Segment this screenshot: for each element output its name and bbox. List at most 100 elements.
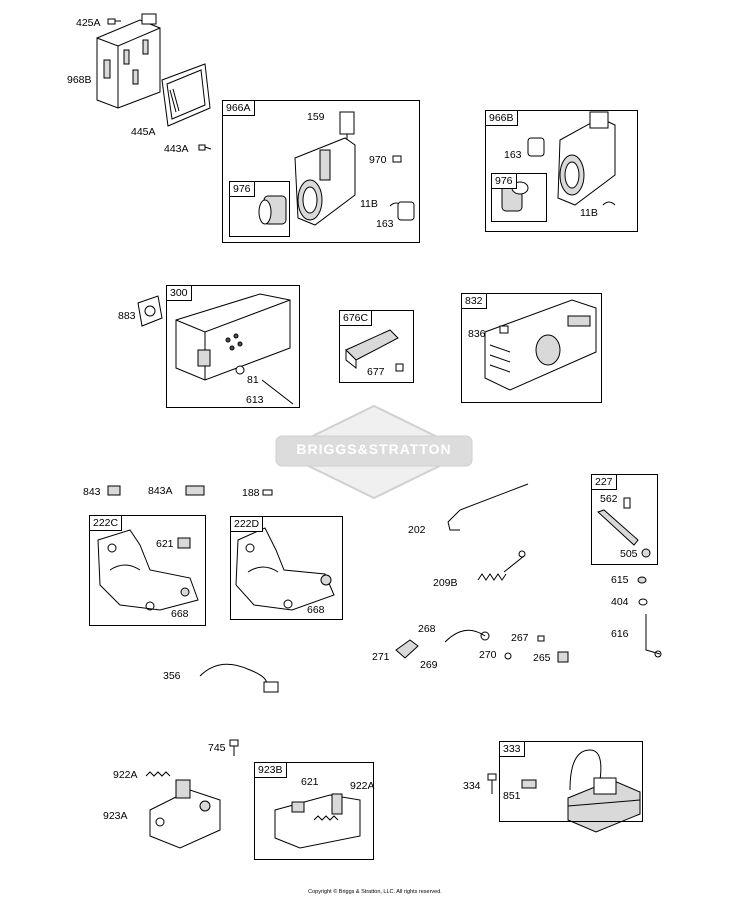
- label-616: 616: [611, 628, 629, 640]
- label-188: 188: [242, 487, 260, 499]
- part-923B-bracket: [274, 793, 361, 849]
- box-tag-966B: 966B: [485, 110, 518, 126]
- box-tag-222D: 222D: [230, 516, 264, 532]
- label-268: 268: [418, 623, 436, 635]
- part-922A-spring: [145, 771, 171, 777]
- box-tag-676C: 676C: [339, 310, 373, 326]
- label-851: 851: [503, 790, 521, 802]
- part-843A: [185, 485, 205, 496]
- part-745-bolt: [229, 739, 239, 756]
- label-445A: 445A: [131, 126, 156, 138]
- label-267: 267: [511, 632, 529, 644]
- label-615: 615: [611, 574, 629, 586]
- box-832: 832: [461, 293, 602, 403]
- label-843A: 843A: [148, 485, 173, 497]
- part-333-ignition: [567, 749, 641, 833]
- label-159: 159: [307, 111, 325, 123]
- label-11B-b: 11B: [580, 207, 598, 219]
- part-851: [521, 779, 537, 789]
- box-tag-966A: 966A: [222, 100, 255, 116]
- box-tag-222C: 222C: [89, 515, 123, 531]
- label-334: 334: [463, 780, 481, 792]
- copyright-footer: Copyright © Briggs & Stratton, LLC. All …: [308, 889, 442, 895]
- label-202: 202: [408, 524, 426, 536]
- part-265: [557, 651, 569, 663]
- box-222C: 222C: [89, 515, 206, 626]
- label-209B: 209B: [433, 577, 458, 589]
- label-613: 613: [246, 394, 264, 406]
- part-300-muffler: [175, 293, 294, 405]
- part-443A: [198, 144, 212, 151]
- label-265: 265: [533, 652, 551, 664]
- part-356-wire: [199, 663, 279, 693]
- part-222C-bracket: [97, 529, 199, 611]
- label-81: 81: [247, 374, 259, 386]
- box-tag-976-b: 976: [491, 173, 517, 189]
- box-tag-300: 300: [166, 285, 192, 301]
- box-tag-333: 333: [499, 741, 525, 757]
- watermark-text: BRIGGS&STRATTON: [296, 441, 452, 457]
- part-923A-bracket: [149, 779, 221, 849]
- part-616-shaft: [645, 614, 662, 658]
- label-271: 271: [372, 651, 390, 663]
- label-745: 745: [208, 742, 226, 754]
- part-268-cable: [444, 629, 490, 643]
- box-976-b: 976: [491, 173, 547, 222]
- label-163-b: 163: [504, 149, 522, 161]
- part-615: [637, 576, 647, 584]
- box-676C: 676C: [339, 310, 414, 383]
- label-970: 970: [369, 154, 387, 166]
- box-976-a: 976: [229, 181, 290, 237]
- part-222D-bracket: [235, 527, 335, 611]
- label-404: 404: [611, 596, 629, 608]
- part-267: [537, 635, 545, 642]
- part-271: [395, 639, 419, 659]
- label-677: 677: [367, 366, 385, 378]
- label-843: 843: [83, 486, 101, 498]
- label-621-b: 621: [301, 776, 319, 788]
- box-333: 333: [499, 741, 643, 822]
- part-202-link: [447, 483, 529, 531]
- box-222D: 222D: [230, 516, 343, 620]
- part-404: [638, 598, 648, 606]
- watermark-logo: [275, 404, 473, 500]
- label-836: 836: [468, 328, 486, 340]
- label-562: 562: [600, 493, 618, 505]
- label-883: 883: [118, 310, 136, 322]
- part-270: [504, 652, 512, 660]
- box-tag-923B: 923B: [254, 762, 287, 778]
- part-966A-carburetor: [258, 111, 415, 226]
- box-300: 300: [166, 285, 300, 408]
- box-227: 227: [591, 474, 658, 565]
- label-923A: 923A: [103, 810, 128, 822]
- label-269: 269: [420, 659, 438, 671]
- part-968B: [96, 13, 161, 109]
- label-668-b: 668: [307, 604, 325, 616]
- label-270: 270: [479, 649, 497, 661]
- label-621-a: 621: [156, 538, 174, 550]
- box-tag-976-a: 976: [229, 181, 255, 197]
- label-11B-a: 11B: [360, 198, 378, 210]
- label-356: 356: [163, 670, 181, 682]
- label-968B: 968B: [67, 74, 92, 86]
- box-923B: 923B: [254, 762, 374, 860]
- box-tag-227: 227: [591, 474, 617, 490]
- label-922A-b: 922A: [350, 780, 375, 792]
- label-668-a: 668: [171, 608, 189, 620]
- part-883-gasket: [137, 295, 163, 327]
- part-966B-carburetor: [501, 111, 616, 212]
- label-443A: 443A: [164, 143, 189, 155]
- part-188: [262, 489, 273, 496]
- part-209B-spring: [477, 550, 526, 581]
- box-tag-832: 832: [461, 293, 487, 309]
- label-163-a: 163: [376, 218, 394, 230]
- label-425A: 425A: [76, 17, 101, 29]
- part-334-screw: [487, 773, 497, 794]
- box-966A: 966A: [222, 100, 420, 243]
- part-425A: [107, 18, 121, 25]
- box-966B: 966B: [485, 110, 638, 232]
- part-445A: [161, 63, 211, 127]
- label-505: 505: [620, 548, 638, 560]
- part-227-lever: [597, 497, 651, 558]
